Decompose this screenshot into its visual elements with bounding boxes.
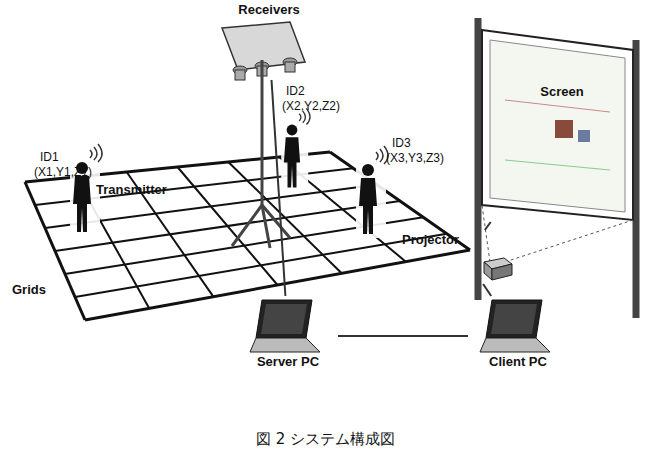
id-label: (X2,Y2,Z2): [282, 99, 340, 113]
person-body: [73, 176, 91, 232]
receiver-node: Receivers: [220, 2, 318, 80]
connector-line: [338, 335, 468, 337]
screen-content: [578, 130, 590, 142]
signal-wave: [90, 150, 92, 158]
person-body: [284, 137, 300, 187]
id-label: ID2: [286, 84, 305, 98]
projection-lines: [482, 205, 633, 262]
people: [70, 108, 388, 238]
signal-wave: [299, 114, 301, 121]
projector-box: [484, 258, 512, 280]
id-label: (X1,Y1,Z1): [34, 165, 92, 179]
person-head: [287, 125, 298, 136]
part-label: Grids: [12, 282, 46, 297]
part-label: Transmitter: [96, 182, 167, 197]
person: [356, 146, 388, 238]
id-label: (X3,Y3,Z3): [386, 151, 444, 165]
screen-frame: [478, 18, 636, 318]
client-laptop: [480, 300, 550, 352]
signal-wave: [380, 149, 383, 162]
person-head: [362, 164, 374, 176]
person-body: [359, 178, 377, 234]
figure-caption: 図 2 システム構成図: [0, 430, 651, 449]
node-label: Client PC: [468, 354, 568, 369]
client-node: Client PC: [468, 296, 568, 376]
connector-line: [485, 222, 491, 230]
signal-wave: [376, 152, 378, 160]
node-label: Receivers: [220, 2, 318, 17]
screen-content: [555, 120, 573, 138]
id-label: ID1: [40, 150, 59, 164]
server-laptop: [250, 300, 320, 352]
signal-wave: [98, 144, 102, 162]
person: [281, 108, 310, 191]
node-label: Server PC: [238, 354, 338, 369]
projector-node: Projector: [402, 230, 528, 284]
node-label: Screen: [482, 84, 642, 99]
screen-node: Screen: [482, 28, 642, 222]
server-node: Server PC: [238, 296, 338, 376]
signal-wave: [94, 147, 97, 160]
id-label: ID3: [392, 136, 411, 150]
grid-line: [55, 201, 400, 251]
person-ground: [281, 125, 308, 192]
node-label: Projector: [402, 232, 528, 247]
person-ground: [356, 164, 386, 238]
connector-line: [483, 284, 491, 296]
